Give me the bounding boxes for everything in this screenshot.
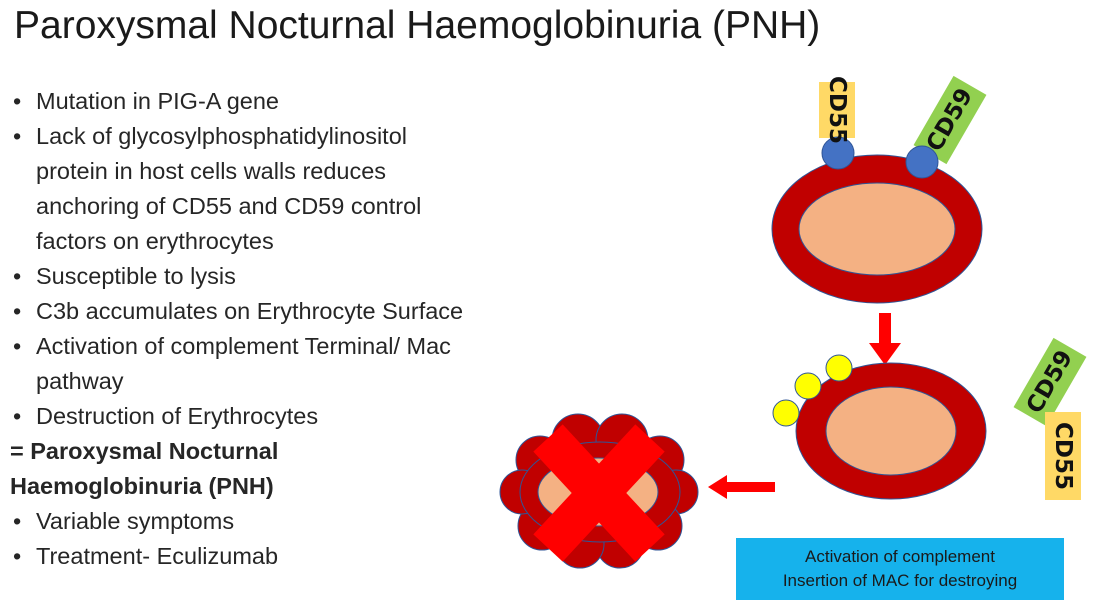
conclusion-text: = Paroxysmal Nocturnal Haemoglobinuria (… [10,434,610,504]
caption-line: Activation of complement [805,547,995,566]
bullet-item: Variable symptoms [10,504,610,539]
cd55-box-bottom [1045,412,1081,500]
bullet-text: factors on erythrocytes [36,228,274,254]
cd59-box-bottom [1013,337,1087,427]
cd55-anchor-receptor [821,136,855,170]
cell-inner [798,182,956,276]
caption-line: Insertion of MAC for destroying [782,571,1018,590]
bullet-item: C3b accumulates on Erythrocyte Surface [10,294,610,329]
cross-icon [533,424,665,562]
bullet-text: pathway [36,368,124,394]
bullet-list: Mutation in PIG-A gene Lack of glycosylp… [10,84,610,574]
bullet-text: Susceptible to lysis [36,263,236,289]
bullet-item: Activation of complement Terminal/ Mac p… [10,329,610,399]
slide-title: Paroxysmal Nocturnal Haemoglobinuria (PN… [14,4,821,47]
bullet-item: Mutation in PIG-A gene [10,84,610,119]
down-arrow-icon [869,313,901,365]
c3b-dot [794,372,822,400]
bullet-text: Activation of complement Terminal/ Mac [36,333,451,359]
affected-erythrocyte [795,362,987,500]
bullet-text: Treatment- Eculizumab [36,543,279,569]
healthy-erythrocyte [771,154,983,304]
bullet-item: Treatment- Eculizumab [10,539,610,574]
c3b-dot [825,354,853,382]
cd59-box-top [913,75,987,165]
bullet-item: Destruction of Erythrocytes [10,399,610,434]
bullet-item: Susceptible to lysis [10,259,610,294]
conclusion-line: Haemoglobinuria (PNH) [10,473,274,499]
cell-inner [825,386,957,476]
bullet-text: Mutation in PIG-A gene [36,88,279,114]
conclusion-line: = Paroxysmal Nocturnal [10,438,279,464]
bullet-text: protein in host cells walls reduces [36,158,387,184]
mac-caption-box: Activation of complement Insertion of MA… [736,538,1064,600]
bullet-text: anchoring of CD55 and CD59 control [36,193,422,219]
bullet-text: C3b accumulates on Erythrocyte Surface [36,298,464,324]
bullet-item: Lack of glycosylphosphatidylinositol pro… [10,119,610,259]
cd55-label-top: CD55 [824,76,850,144]
cd59-anchor-receptor [905,145,939,179]
c3b-dot [772,399,800,427]
cd55-label-bottom: CD55 [1050,422,1076,490]
c3b-deposits [772,354,853,427]
bullet-text: Destruction of Erythrocytes [36,403,319,429]
cd55-box-top [819,82,855,138]
left-arrow-icon [708,475,775,499]
bullet-text: Lack of glycosylphosphatidylinositol [36,123,407,149]
bullet-text: Variable symptoms [36,508,235,534]
